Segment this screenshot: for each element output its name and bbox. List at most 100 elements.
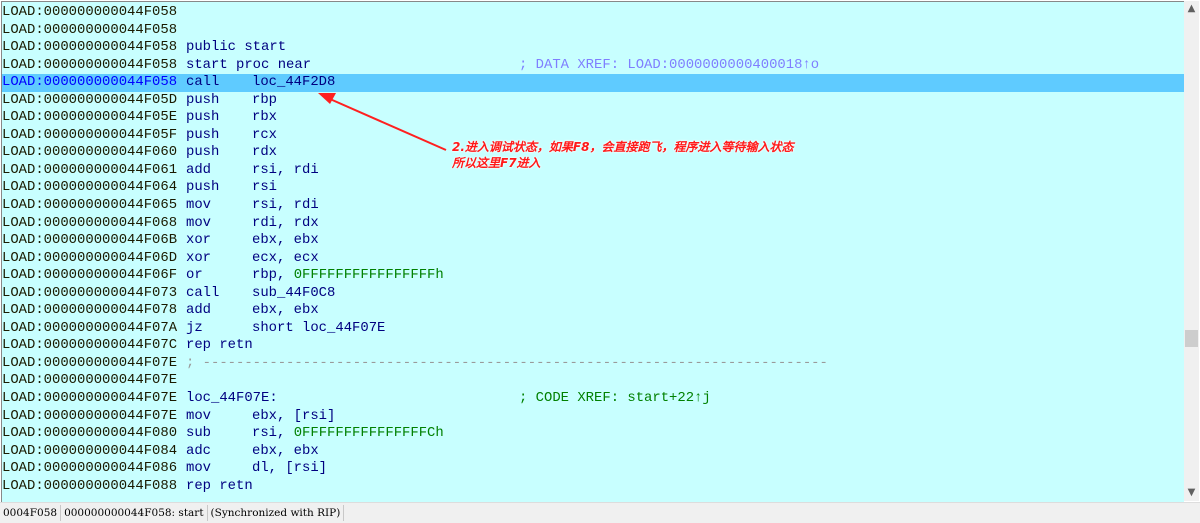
code-line[interactable]: LOAD:000000000044F07C rep retn <box>2 337 1184 355</box>
code-line[interactable]: LOAD:000000000044F058 public start <box>2 39 1184 57</box>
line-mnemonic: push <box>186 126 220 143</box>
line-operands: rsi, rdi <box>252 197 319 214</box>
code-line[interactable]: LOAD:000000000044F058 <box>2 4 1184 22</box>
line-address: LOAD:000000000044F088 <box>2 477 178 494</box>
line-address: LOAD:000000000044F06D <box>2 249 178 266</box>
code-line[interactable]: LOAD:000000000044F06F or rbp, 0FFFFFFFFFFF… <box>2 267 1184 285</box>
line-address: LOAD:000000000044F05D <box>2 91 178 108</box>
line-address: LOAD:000000000044F068 <box>2 214 178 231</box>
line-operands: ebx, ebx <box>252 302 319 319</box>
line-mnemonic: loc_44F07E: <box>186 390 278 407</box>
scroll-down-icon[interactable]: ▼ <box>1187 487 1196 498</box>
code-line[interactable]: LOAD:000000000044F058 <box>2 22 1184 40</box>
line-mnemonic: add <box>186 161 212 178</box>
code-line[interactable]: LOAD:000000000044F07E ; -----------------… <box>2 355 1184 373</box>
code-line[interactable]: LOAD:000000000044F061 add rsi, rdi <box>2 162 1184 180</box>
line-operands: ebx, ebx <box>252 442 319 459</box>
vertical-scrollbar[interactable]: ▲ ▼ <box>1184 1 1199 501</box>
line-address: LOAD:000000000044F086 <box>2 460 178 477</box>
line-operands: loc_44F2D8 <box>252 74 336 91</box>
line-mnemonic: mov <box>186 214 212 231</box>
line-mnemonic: mov <box>186 407 212 424</box>
line-operands: rsi, rdi <box>252 161 319 178</box>
line-operands: dl, [rsi] <box>252 460 328 477</box>
line-mnemonic: push <box>186 91 220 108</box>
line-mnemonic: public start <box>186 39 287 56</box>
line-address: LOAD:000000000044F080 <box>2 425 178 442</box>
line-operands: ebx, [rsi] <box>252 407 336 424</box>
line-mnemonic: push <box>186 144 220 161</box>
line-address: LOAD:000000000044F07E <box>2 390 178 407</box>
line-mnemonic: mov <box>186 460 212 477</box>
code-line[interactable]: LOAD:000000000044F07E <box>2 372 1184 390</box>
status-sync: (Synchronized with RIP) <box>208 505 345 521</box>
line-address: LOAD:000000000044F064 <box>2 179 178 196</box>
status-location: 000000000044F058: start <box>61 505 208 521</box>
line-address: LOAD:000000000044F058 <box>2 21 178 38</box>
line-mnemonic: or <box>186 267 203 284</box>
code-line[interactable]: LOAD:000000000044F088 rep retn <box>2 478 1184 496</box>
line-mnemonic: mov <box>186 197 212 214</box>
line-address: LOAD:000000000044F05F <box>2 126 178 143</box>
line-mnemonic: call <box>186 74 220 91</box>
line-operands: sub_44F0C8 <box>252 284 336 301</box>
code-line[interactable]: LOAD:000000000044F073 call sub_44F0C8 <box>2 285 1184 303</box>
code-line[interactable]: LOAD:000000000044F065 mov rsi, rdi <box>2 197 1184 215</box>
xref-comment: ; CODE XREF: start+22↑j <box>519 390 711 407</box>
operand-constant: 0FFFFFFFFFFFFFFFCh <box>293 425 444 442</box>
operand-register: rbp, <box>252 267 294 284</box>
line-mnemonic: xor <box>186 249 212 266</box>
line-operands: rbp, 0FFFFFFFFFFFFFFFFh <box>252 267 444 285</box>
line-mnemonic: rep retn <box>186 477 253 494</box>
line-operands: rdx <box>252 144 278 161</box>
line-address: LOAD:000000000044F07C <box>2 337 178 354</box>
line-mnemonic: xor <box>186 232 212 249</box>
code-line[interactable]: LOAD:000000000044F068 mov rdi, rdx <box>2 215 1184 233</box>
code-line[interactable]: LOAD:000000000044F07E loc_44F07E: ; CODE X… <box>2 390 1184 408</box>
line-address: LOAD:000000000044F061 <box>2 161 178 178</box>
xref-comment: ; DATA XREF: LOAD:0000000000400018↑o <box>519 56 820 73</box>
line-address: LOAD:000000000044F07A <box>2 319 178 336</box>
scroll-thumb[interactable] <box>1185 330 1198 347</box>
annotation-line-1: 2.进入调试状态，如果F8，会直接跑飞，程序进入等待输入状态 <box>452 140 794 154</box>
line-operands: short loc_44F07E <box>252 319 386 336</box>
annotation-note: 2.进入调试状态，如果F8，会直接跑飞，程序进入等待输入状态 所以这里F7进入 <box>452 139 793 171</box>
line-address: LOAD:000000000044F065 <box>2 197 178 214</box>
annotation-line-2: 所以这里F7进入 <box>452 156 541 170</box>
separator-comment: ; --------------------------------------… <box>186 354 828 371</box>
line-mnemonic: jz <box>186 319 203 336</box>
line-operands: rbp <box>252 91 278 108</box>
line-mnemonic: start proc near <box>186 56 312 73</box>
line-address: LOAD:000000000044F07E <box>2 354 178 371</box>
status-offset: 0004F058 <box>0 505 62 521</box>
line-mnemonic: push <box>186 179 220 196</box>
line-address: LOAD:000000000044F060 <box>2 144 178 161</box>
line-address: LOAD:000000000044F073 <box>2 284 178 301</box>
code-line[interactable]: LOAD:000000000044F086 mov dl, [rsi] <box>2 460 1184 478</box>
line-operands: rdi, rdx <box>252 214 319 231</box>
line-mnemonic: rep retn <box>186 337 253 354</box>
code-line[interactable]: LOAD:000000000044F07A jz short loc_44F07E <box>2 320 1184 338</box>
scroll-up-icon[interactable]: ▲ <box>1187 3 1196 14</box>
line-mnemonic: call <box>186 284 220 301</box>
line-address: LOAD:000000000044F078 <box>2 302 178 319</box>
line-mnemonic: push <box>186 109 220 126</box>
line-address: LOAD:000000000044F06B <box>2 232 178 249</box>
line-address: LOAD:000000000044F058 <box>2 39 178 56</box>
line-address: LOAD:000000000044F06F <box>2 267 178 284</box>
code-line[interactable]: LOAD:000000000044F05D push rbp <box>2 92 1184 110</box>
code-line[interactable]: LOAD:000000000044F060 push rdx <box>2 144 1184 162</box>
